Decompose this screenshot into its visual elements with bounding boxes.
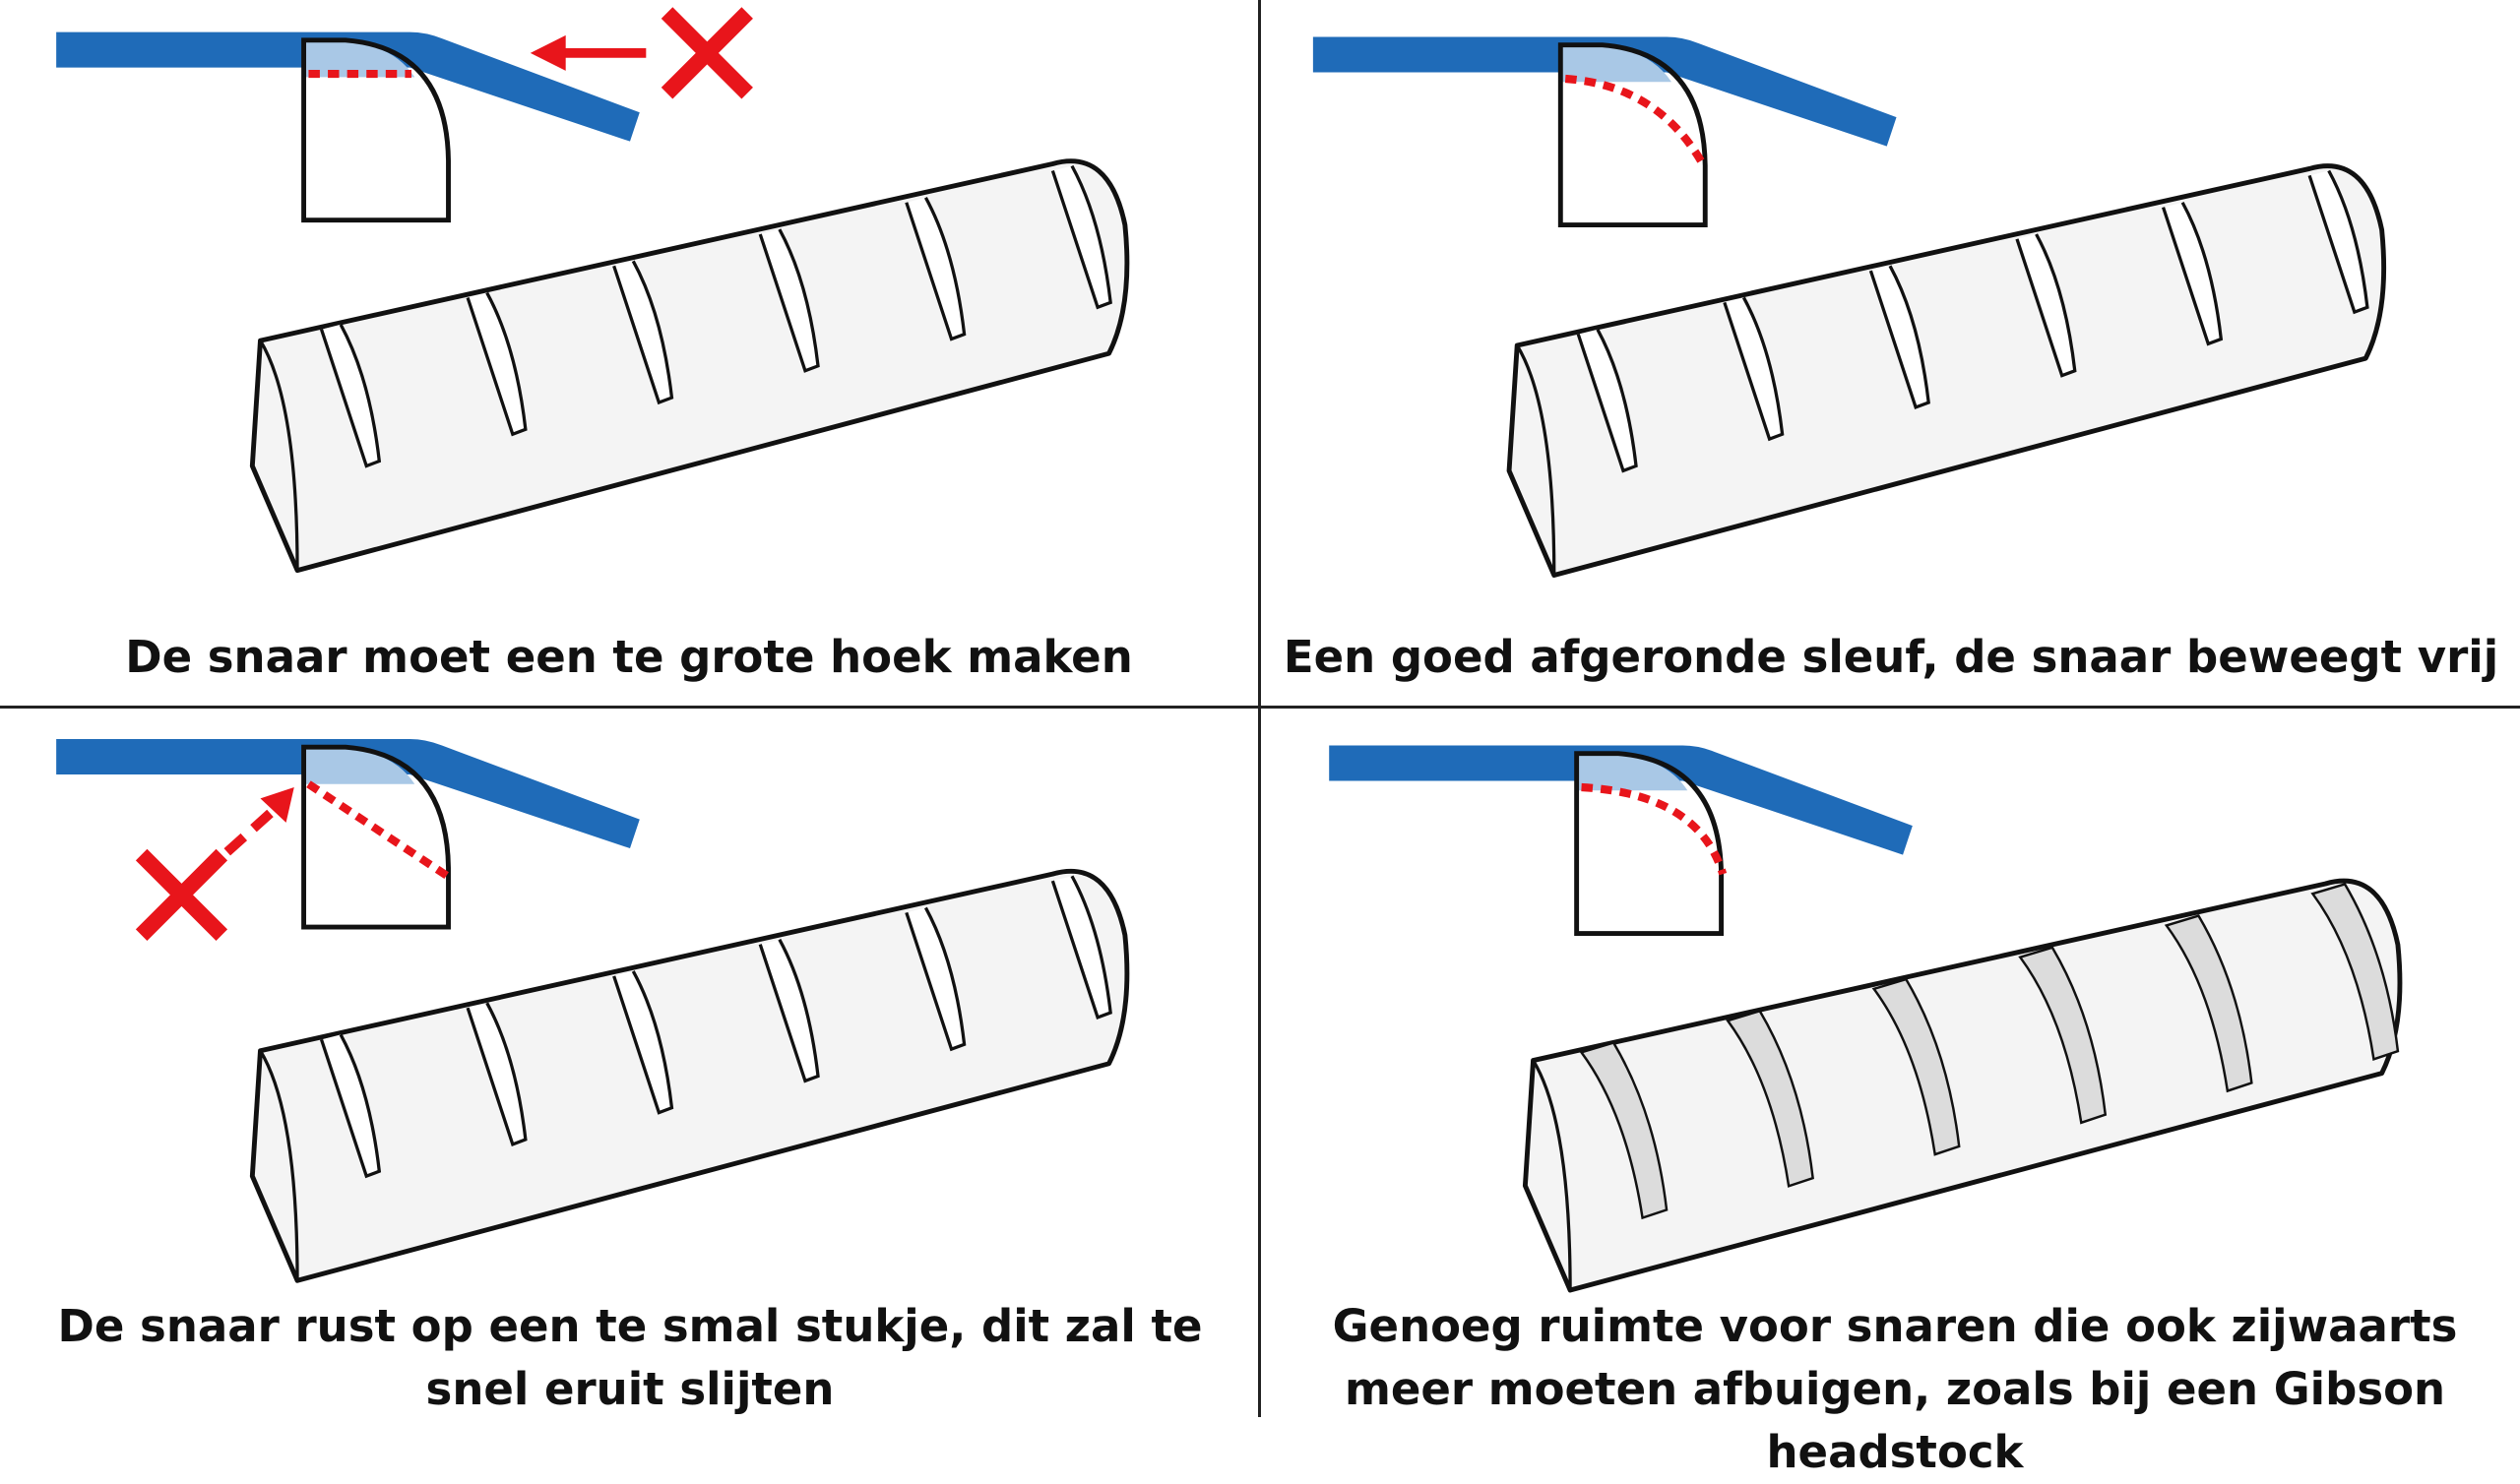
cross-section-1 [56,31,640,223]
nut-4 [1522,878,2403,1293]
slot [2015,233,2077,378]
nut-2 [1506,163,2387,578]
slot [905,197,967,341]
nut-body [1506,163,2387,578]
contact-area [1578,755,1688,791]
nut-slot-diagram [56,7,2403,1293]
horizontal-divider [0,706,2520,709]
contact-area [305,41,415,78]
slot [1868,265,1930,410]
caption-panel-4: Genoeg ruimte voor snaren die ook zijwaa… [1332,1300,2458,1478]
string [1312,36,1897,147]
string [1329,745,1913,855]
string [56,739,640,849]
vertical-divider [1258,0,1261,1417]
rounded-slot [1871,977,1961,1156]
cross-section-2 [1312,36,1897,228]
slot-profile [301,37,451,223]
slot [1050,164,1112,310]
nut-body [1522,878,2403,1293]
string [56,31,640,142]
slot-bottom-line [1564,74,1708,168]
cross-section-3 [56,739,640,930]
nut-end-edge [259,1049,299,1281]
nut-1 [249,158,1130,574]
contact-area [305,748,415,784]
slot-bottom-line [306,780,450,880]
slot [612,260,674,405]
slot [2307,169,2369,315]
nut-body [249,868,1130,1283]
rounded-slot [1579,1041,1669,1220]
slot [466,1002,528,1146]
dashed-arrow-head [260,787,294,823]
slot [758,228,820,373]
contact-area [1561,46,1671,83]
slot [319,324,382,468]
slot [2162,201,2224,346]
rounded-slot [2164,914,2253,1093]
slot-profile [1557,42,1708,228]
nut-body [249,158,1130,574]
cross-icon [135,848,228,941]
caption-panel-3: De snaar rust op een te smal stukje, dit… [57,1300,1203,1415]
slot [758,938,820,1083]
cross-section-4 [1329,745,1913,937]
slot [1050,875,1112,1020]
rounded-slot [1726,1009,1814,1188]
slot [466,291,528,437]
caption-panel-2: Een goed afgeronde sleuf, de snaar bewee… [1283,631,2499,683]
slot [1576,328,1638,473]
nut-3 [249,868,1130,1283]
rounded-slot [2018,946,2108,1125]
slot-profile [301,744,451,930]
slot-bottom-line [1581,782,1728,876]
nut-end-edge [1515,344,1556,576]
slot [612,970,674,1115]
caption-panel-1: De snaar moet een te grote hoek maken [125,631,1133,683]
slot [319,1033,382,1179]
cross-icon [661,7,753,99]
slot [1723,296,1785,442]
nut-end-edge [1532,1059,1572,1291]
arrow-left-head [530,34,566,71]
slot [905,906,967,1052]
rounded-slot [2310,882,2400,1061]
nut-end-edge [259,340,299,571]
